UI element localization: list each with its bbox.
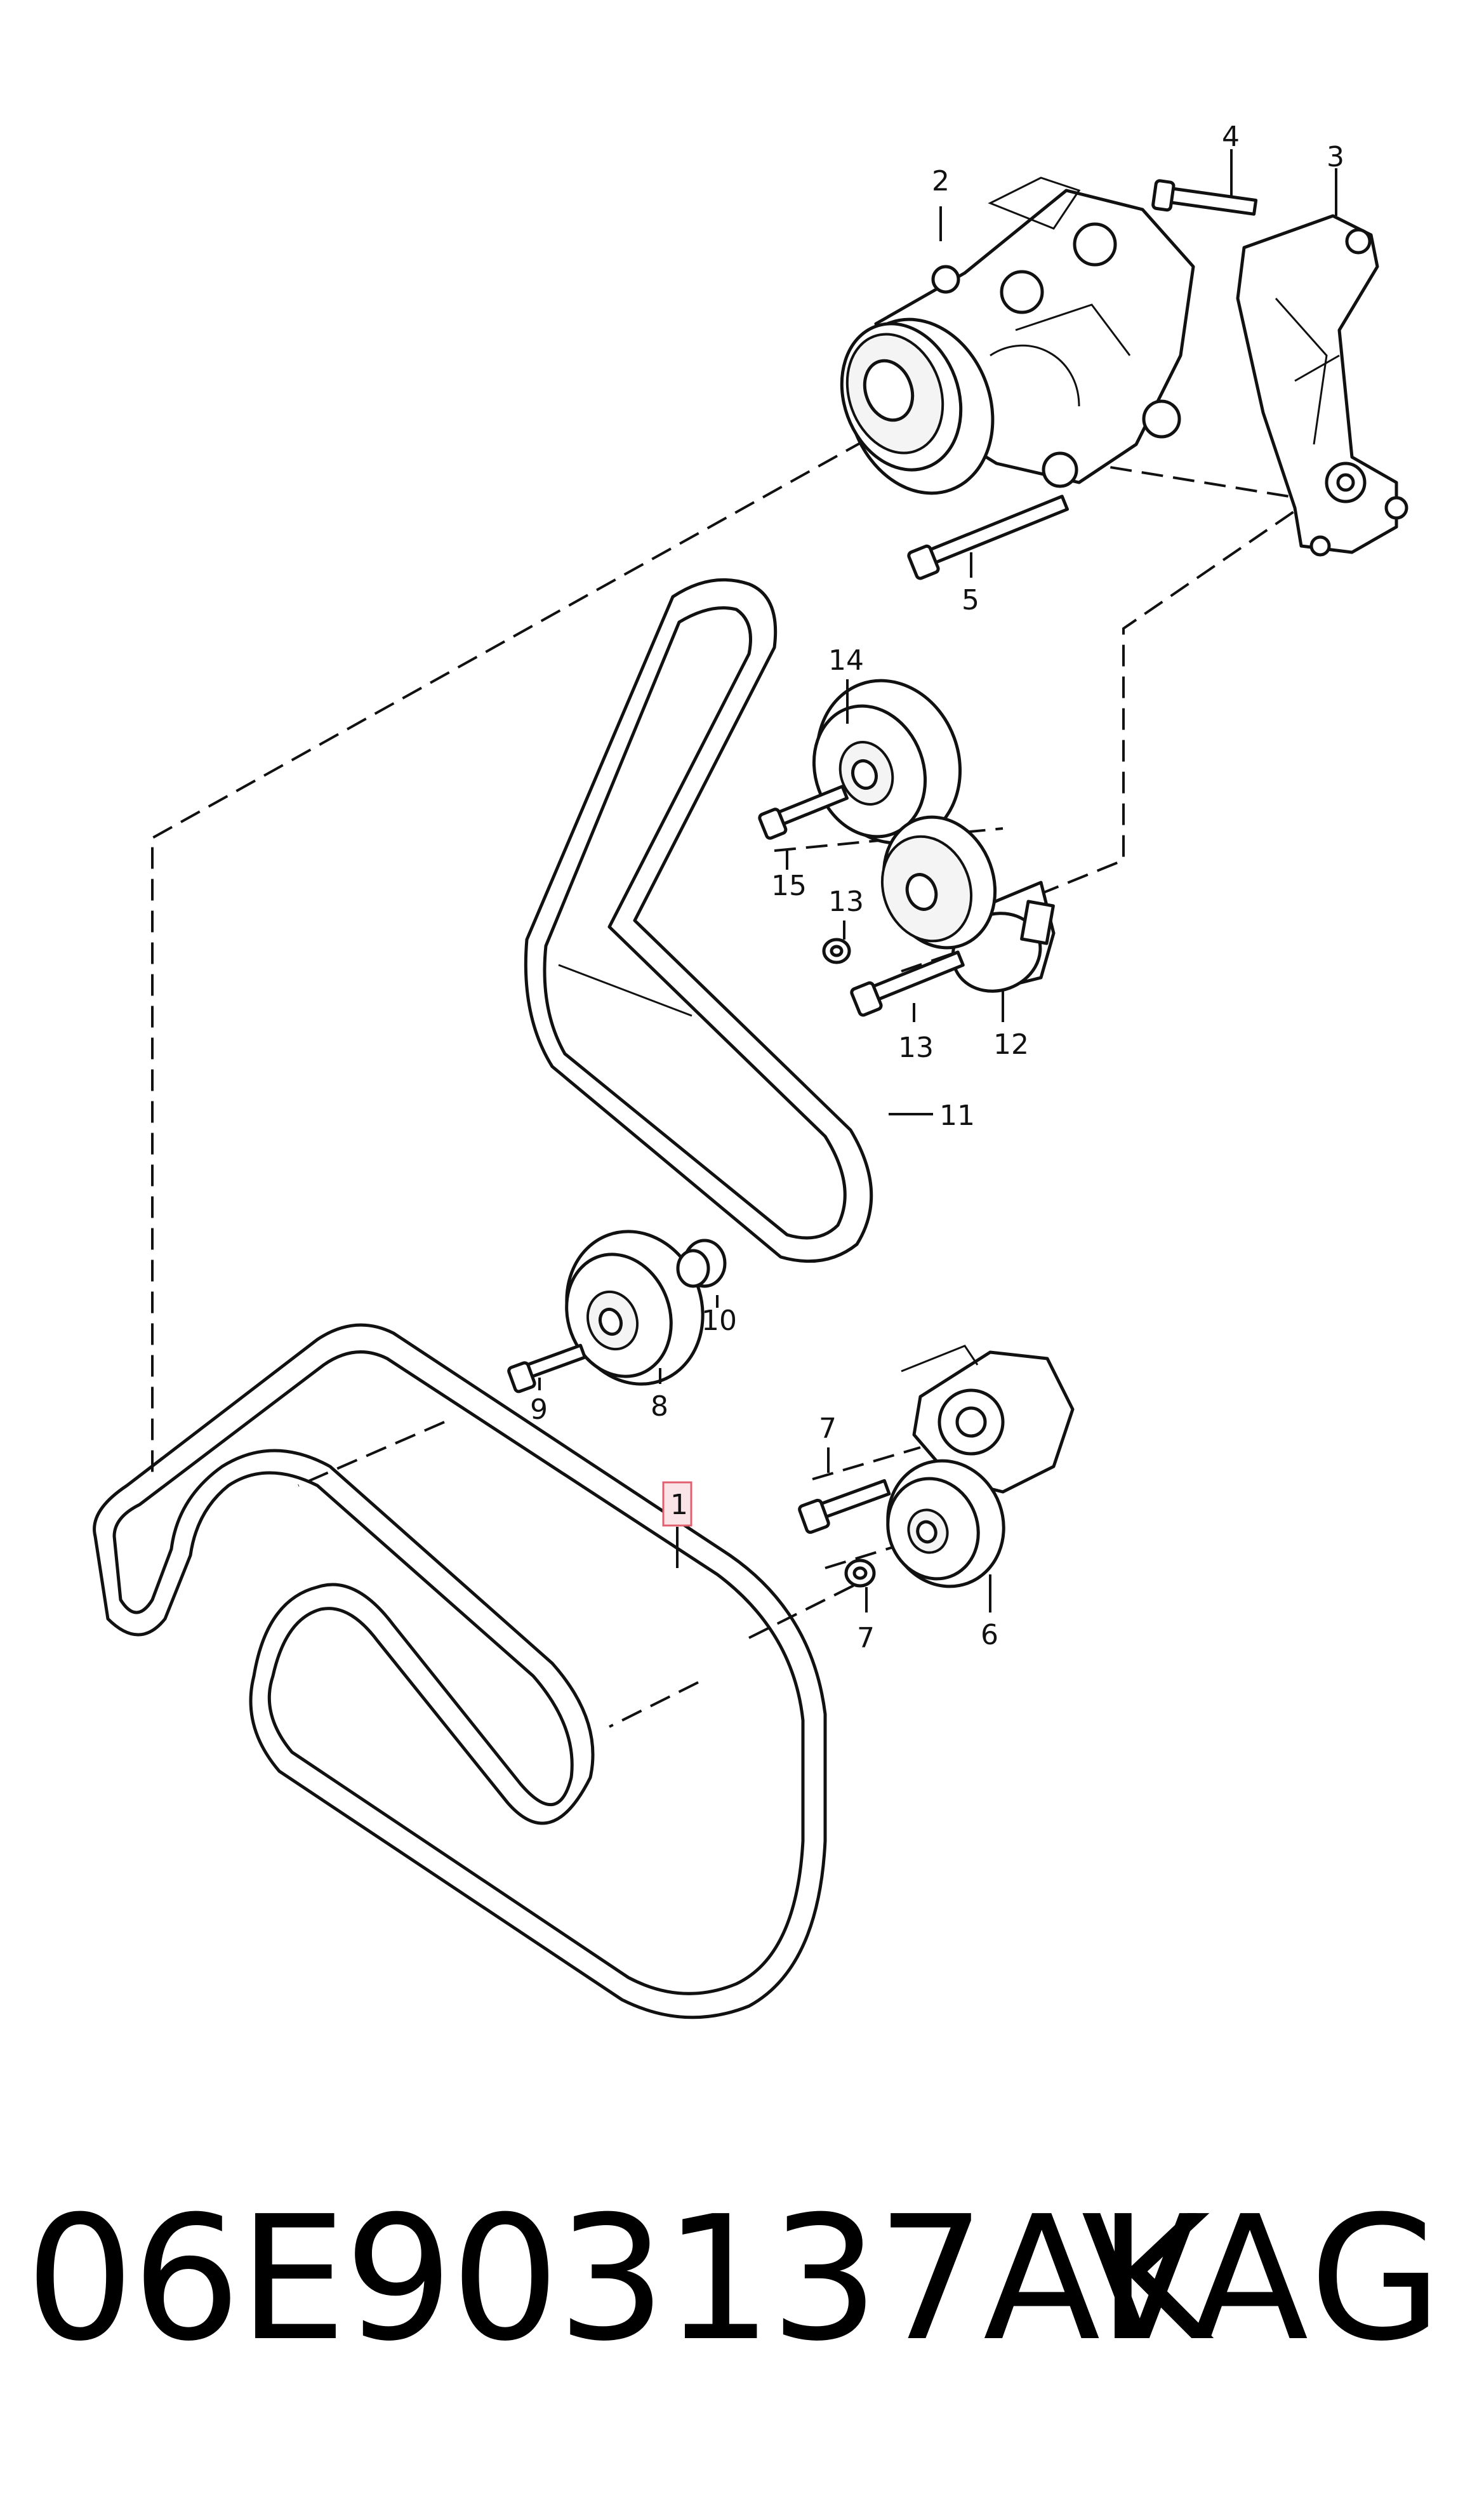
bolt-5: [907, 495, 1069, 580]
bolt-15: [758, 785, 849, 840]
washer-13: [822, 938, 851, 964]
callout-2: 2: [932, 165, 950, 197]
bolt-9: [507, 1343, 586, 1393]
callout-11: 11: [939, 1100, 975, 1132]
callout-5: 5: [962, 584, 979, 616]
idler-pulley-8: [565, 1230, 705, 1386]
leader-lines: [538, 149, 1337, 1612]
callout-13-lower: 13: [898, 1032, 934, 1064]
callout-14: 14: [828, 644, 864, 677]
bolt-13: [850, 950, 965, 1017]
washer-7: [844, 1559, 876, 1588]
ribbed-belt-upper: [524, 578, 873, 1263]
callout-1: 1: [670, 1489, 688, 1521]
callout-10: 10: [701, 1305, 737, 1337]
callout-13-upper: 13: [828, 886, 864, 918]
callout-7-upper: 7: [819, 1413, 837, 1445]
ribbed-belt-main: [93, 1323, 827, 2019]
callout-1-highlight: [662, 1481, 692, 1527]
belt-tensioner-6: [886, 1345, 1075, 1588]
bolt-7: [798, 1479, 891, 1534]
callout-numbers: 1 2 3 4 5 6 7 7 8 9 10 11 12 13 13 14 15: [530, 121, 1344, 1654]
assembly-lines: [151, 408, 1347, 1728]
callout-6: 6: [981, 1619, 998, 1651]
callout-9: 9: [530, 1393, 548, 1426]
callout-4: 4: [1222, 121, 1240, 153]
brand-label: VAG: [1081, 2179, 1446, 2379]
ac-compressor: [840, 176, 1195, 495]
spacer-10: [676, 1239, 727, 1288]
callout-8: 8: [651, 1390, 668, 1423]
mounting-bracket: [1236, 214, 1408, 557]
idler-pulley-14: [812, 679, 962, 845]
part-number: 06E903137AK: [25, 2179, 1210, 2379]
callout-15: 15: [771, 870, 807, 902]
tensioner-12: [880, 815, 1056, 993]
footer: 06E903137AK VAG: [0, 2184, 1484, 2374]
bolt-4: [1151, 179, 1258, 216]
callout-3: 3: [1327, 141, 1344, 173]
callout-7-lower: 7: [857, 1622, 875, 1654]
callout-12: 12: [993, 1028, 1029, 1061]
